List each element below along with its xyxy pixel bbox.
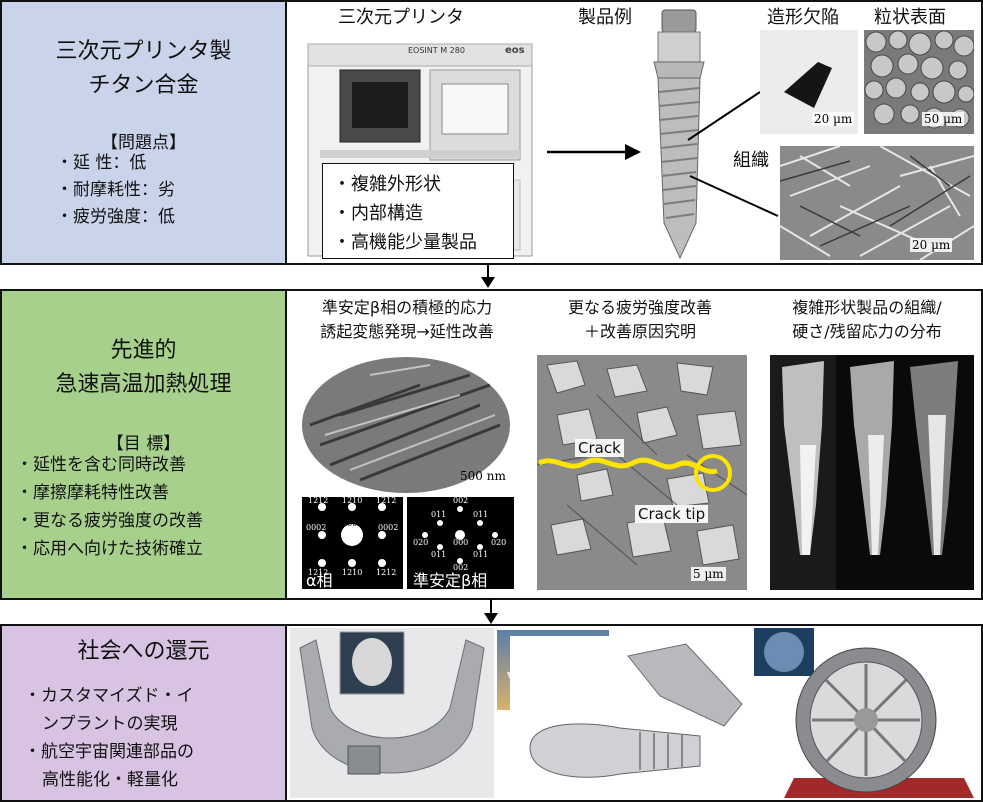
row3-title: 社会への還元 bbox=[77, 639, 210, 664]
crack-scale: 5 µm bbox=[691, 567, 726, 581]
surface-scale: 50 µm bbox=[922, 112, 965, 126]
structure-label: 組織 bbox=[733, 150, 769, 171]
goal-item: ・応用へ向けた技術確立 bbox=[16, 539, 203, 559]
col3-heading-line2: 硬さ/残留応力の分布 bbox=[792, 322, 942, 341]
crack-label: Crack bbox=[575, 439, 624, 457]
sad-spot: 1212 bbox=[376, 568, 397, 577]
sad-spot: 1210 bbox=[342, 497, 363, 505]
leader-lines bbox=[687, 91, 779, 217]
col2-heading-line2: ＋改善原因究明 bbox=[583, 322, 696, 341]
tem-scale: 500 nm bbox=[460, 469, 506, 483]
sad-spot: 1210 bbox=[342, 568, 363, 577]
problems-list: ・延 性：低 ・耐摩耗性：劣 ・疲労強度：低 bbox=[56, 150, 175, 231]
sad-spot: 011 bbox=[473, 550, 489, 559]
crack-tip-label: Crack tip bbox=[635, 505, 709, 523]
row2-title-line2: 急速高温加熱処理 bbox=[55, 372, 232, 397]
sad-spot: 000 bbox=[453, 538, 469, 547]
goals-heading: 【目 標】 bbox=[106, 434, 181, 454]
goals-list: ・延性を含む同時改善 ・摩擦摩耗特性改善 ・更なる疲労強度の改善 ・応用へ向けた… bbox=[16, 451, 203, 563]
printer-label: 三次元プリンタ bbox=[338, 7, 464, 28]
jaw-implant-image bbox=[290, 628, 494, 798]
sad-spot: 020 bbox=[491, 538, 507, 547]
col2-heading-line1: 更なる疲労強度改善 bbox=[567, 298, 712, 317]
row1-title-line2: チタン合金 bbox=[88, 73, 199, 98]
sad-alpha-label: α相 bbox=[306, 571, 333, 589]
feature-item: ・内部構造 bbox=[333, 203, 423, 224]
problem-item: ・耐摩耗性：劣 bbox=[56, 180, 175, 200]
sad-spot: 0002 bbox=[306, 523, 327, 532]
sad-spot: 011 bbox=[431, 510, 447, 519]
col1-heading-line2: 誘起変態発現→延性改善 bbox=[320, 322, 494, 341]
row3-item: ・カスタマイズド・イ bbox=[24, 686, 194, 706]
distribution-images bbox=[770, 355, 974, 590]
features-box: ・複雑外形状 ・内部構造 ・高機能少量製品 bbox=[322, 163, 514, 259]
row1-left-panel: 三次元プリンタ製 チタン合金 【問題点】 ・延 性：低 ・耐摩耗性：劣 ・疲労強… bbox=[0, 0, 287, 265]
surface-label: 粒状表面 bbox=[874, 7, 946, 28]
tem-image: 500 nm bbox=[300, 355, 512, 495]
row3-left-panel: 社会への還元 ・カスタマイズド・イ ンプラントの実現 ・航空宇宙関連部品の 高性… bbox=[0, 624, 287, 802]
problem-item: ・疲労強度：低 bbox=[56, 207, 175, 227]
row2-title-line1: 先進的 bbox=[110, 338, 177, 363]
feature-item: ・高機能少量製品 bbox=[333, 232, 477, 253]
defect-label: 造形欠陥 bbox=[767, 7, 839, 28]
sad-spot: 002 bbox=[453, 497, 469, 505]
sad-spot: 011 bbox=[473, 510, 489, 519]
printer-brand: EOSINT M 280 bbox=[408, 46, 465, 55]
sad-spot: 1212 bbox=[308, 497, 329, 505]
sad-spot: 011 bbox=[431, 550, 447, 559]
goal-item: ・延性を含む同時改善 bbox=[16, 455, 186, 475]
arrow-row1-row2 bbox=[481, 263, 495, 288]
sad-beta-pattern: 002 011 011 020 000 020 011 011 002 準安定β… bbox=[407, 497, 514, 589]
crack-micrograph: Crack Crack tip 5 µm bbox=[537, 355, 747, 590]
problems-heading: 【問題点】 bbox=[101, 133, 186, 153]
arrow-row2-row3 bbox=[484, 599, 498, 624]
turbine-part-image bbox=[510, 636, 750, 800]
sad-spot: 0000 bbox=[342, 519, 363, 528]
sad-alpha-pattern: 1212 1210 1212 0002 0000 0002 1212 1210 … bbox=[302, 497, 403, 589]
jet-engine-image bbox=[754, 628, 978, 798]
col3-heading-line1: 複雑形状製品の組織/ bbox=[792, 298, 942, 317]
row3-list: ・カスタマイズド・イ ンプラントの実現 ・航空宇宙関連部品の 高性能化・軽量化 bbox=[24, 682, 194, 794]
col1-heading-line1: 準安定β相の積極的応力 bbox=[321, 298, 493, 317]
row3-item: 高性能化・軽量化 bbox=[42, 770, 178, 790]
goal-item: ・更なる疲労強度の改善 bbox=[16, 511, 203, 531]
goal-item: ・摩擦摩耗特性改善 bbox=[16, 483, 169, 503]
surface-micrograph: 50 µm bbox=[864, 30, 974, 134]
printer-logo: eos bbox=[505, 45, 525, 56]
problem-item: ・延 性：低 bbox=[56, 153, 147, 173]
defect-scale: 20 µm bbox=[812, 112, 855, 126]
defect-micrograph: 20 µm bbox=[760, 30, 858, 134]
product-label: 製品例 bbox=[578, 7, 632, 28]
row3-item: ンプラントの実現 bbox=[42, 714, 178, 734]
sad-spot: 020 bbox=[413, 538, 429, 547]
row3-item: ・航空宇宙関連部品の bbox=[24, 742, 194, 762]
arrow-to-product bbox=[547, 144, 641, 160]
implant-image bbox=[653, 9, 705, 260]
row2-left-panel: 先進的 急速高温加熱処理 【目 標】 ・延性を含む同時改善 ・摩擦摩耗特性改善 … bbox=[0, 289, 287, 600]
sad-spot: 1212 bbox=[376, 497, 397, 505]
structure-micrograph: 20 µm bbox=[780, 146, 974, 260]
structure-scale: 20 µm bbox=[910, 238, 953, 252]
sad-beta-label: 準安定β相 bbox=[413, 571, 488, 589]
sad-spot: 0002 bbox=[378, 523, 399, 532]
sad-spot: 002 bbox=[453, 563, 469, 572]
sad-spot: 1212 bbox=[308, 568, 329, 577]
row1-title-line1: 三次元プリンタ製 bbox=[55, 39, 232, 64]
feature-item: ・複雑外形状 bbox=[333, 174, 441, 195]
